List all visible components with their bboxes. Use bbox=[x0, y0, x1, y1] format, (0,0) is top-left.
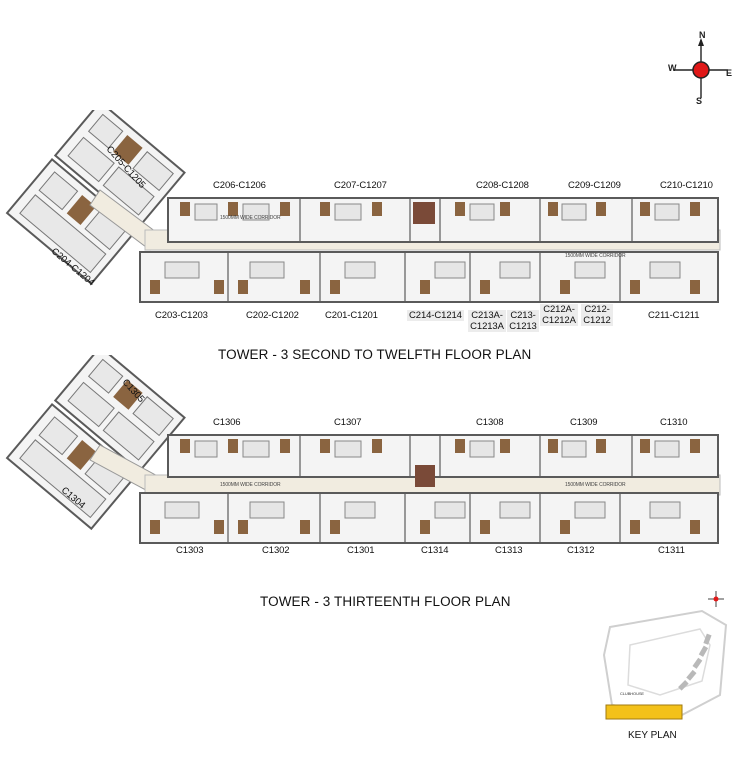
corridor-label-left: 1500MM WIDE CORRIDOR bbox=[220, 482, 281, 488]
unit-label-line: C1213 bbox=[509, 321, 537, 332]
compass-north: N bbox=[699, 30, 706, 40]
unit-label-line: C1212 bbox=[583, 315, 611, 326]
clubhouse-label: CLUBHOUSE bbox=[620, 691, 644, 696]
unit-label-line: C213- bbox=[510, 310, 536, 321]
wing-diagonal-upper bbox=[5, 110, 186, 286]
unit-label: C209-C1209 bbox=[568, 180, 621, 191]
plan-title-lower: TOWER - 3 THIRTEENTH FLOOR PLAN bbox=[260, 594, 511, 609]
corridor-label-left: 1500MM WIDE CORRIDOR bbox=[220, 215, 281, 221]
compass-west: W bbox=[668, 63, 677, 73]
key-plan-drawing bbox=[602, 591, 728, 720]
unit-label: C1307 bbox=[334, 417, 362, 428]
unit-label-line: C212A- bbox=[543, 304, 575, 315]
unit-label: C207-C1207 bbox=[334, 180, 387, 191]
corridor-label-right: 1500MM WIDE CORRIDOR bbox=[565, 482, 626, 488]
unit-label: C1310 bbox=[660, 417, 688, 428]
unit-label: C202-C1202 bbox=[246, 310, 299, 321]
compass-rose-icon bbox=[674, 38, 728, 98]
unit-label: C206-C1206 bbox=[213, 180, 266, 191]
unit-label: C1302 bbox=[262, 545, 290, 556]
unit-label: C210-C1210 bbox=[660, 180, 713, 191]
key-plan-title: KEY PLAN bbox=[628, 730, 677, 741]
unit-label: C1311 bbox=[658, 545, 685, 556]
plan-title-upper: TOWER - 3 SECOND TO TWELFTH FLOOR PLAN bbox=[218, 347, 532, 362]
unit-label-line: C212- bbox=[584, 304, 610, 315]
floor-plan-upper-drawing bbox=[5, 110, 721, 303]
unit-label-line: C213A- bbox=[471, 310, 503, 321]
unit-label: C1308 bbox=[476, 417, 504, 428]
unit-label-line: C1213A bbox=[470, 321, 504, 332]
unit-label: C1314 bbox=[421, 545, 449, 556]
key-plan-compass-icon bbox=[708, 591, 724, 607]
unit-label-c213: C213- C1213 bbox=[507, 310, 539, 332]
unit-label-c212a: C212A- C1212A bbox=[540, 304, 578, 326]
unit-label: C1312 bbox=[567, 545, 595, 556]
floor-plan-upper: 1500MM WIDE CORRIDOR 1500MM WIDE CORRIDO… bbox=[0, 110, 755, 370]
compass-south: S bbox=[696, 96, 703, 106]
floor-plan-lower-drawing bbox=[5, 355, 721, 544]
compass: N E S W bbox=[668, 30, 734, 108]
unit-label: C1313 bbox=[495, 545, 523, 556]
unit-label: C211-C1211 bbox=[648, 310, 700, 321]
unit-label: C208-C1208 bbox=[476, 180, 529, 191]
key-plan: CLUBHOUSE bbox=[590, 585, 750, 753]
floor-plan-lower: 1500MM WIDE CORRIDOR 1500MM WIDE CORRIDO… bbox=[0, 355, 755, 615]
unit-label: C1301 bbox=[347, 545, 375, 556]
unit-label: C214-C1214 bbox=[407, 310, 464, 321]
unit-label: C201-C1201 bbox=[325, 310, 378, 321]
unit-label: C1309 bbox=[570, 417, 598, 428]
corridor-label-right: 1500MM WIDE CORRIDOR bbox=[565, 253, 626, 259]
unit-label: C1306 bbox=[213, 417, 241, 428]
unit-label-c212: C212- C1212 bbox=[581, 304, 613, 326]
unit-label-line: C1212A bbox=[542, 315, 576, 326]
compass-east: E bbox=[726, 68, 733, 78]
unit-label: C1303 bbox=[176, 545, 204, 556]
unit-label-c213a: C213A- C1213A bbox=[468, 310, 506, 332]
unit-label: C203-C1203 bbox=[155, 310, 208, 321]
